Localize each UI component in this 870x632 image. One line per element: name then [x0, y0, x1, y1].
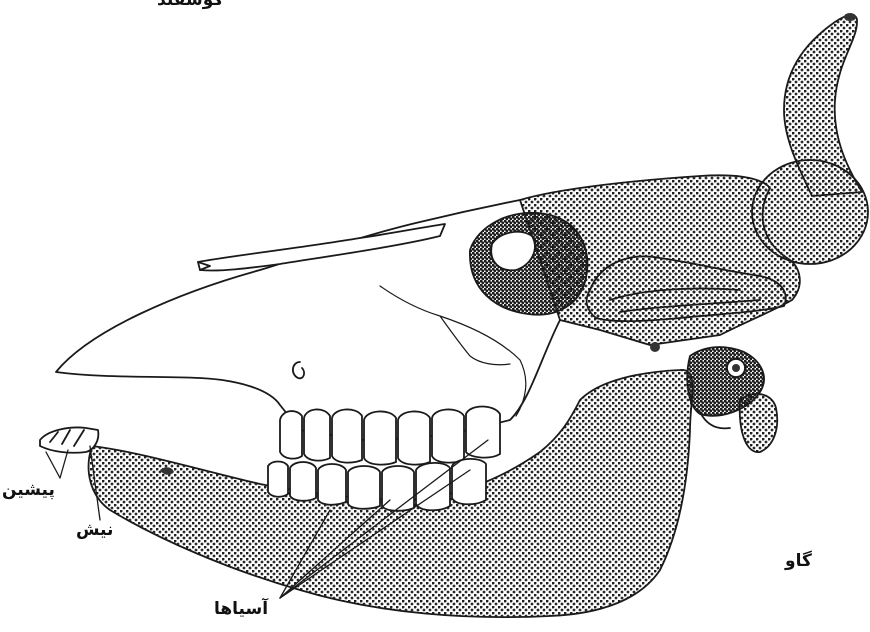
mastoid	[740, 394, 777, 452]
horn-tip	[844, 13, 856, 21]
label-incisor: پیشین	[2, 482, 55, 499]
label-canine: نیش	[76, 522, 113, 539]
label-cow: گاو	[785, 553, 812, 570]
label-sheep: گوسفند	[157, 0, 223, 9]
label-molars: آسیاها	[214, 601, 268, 618]
